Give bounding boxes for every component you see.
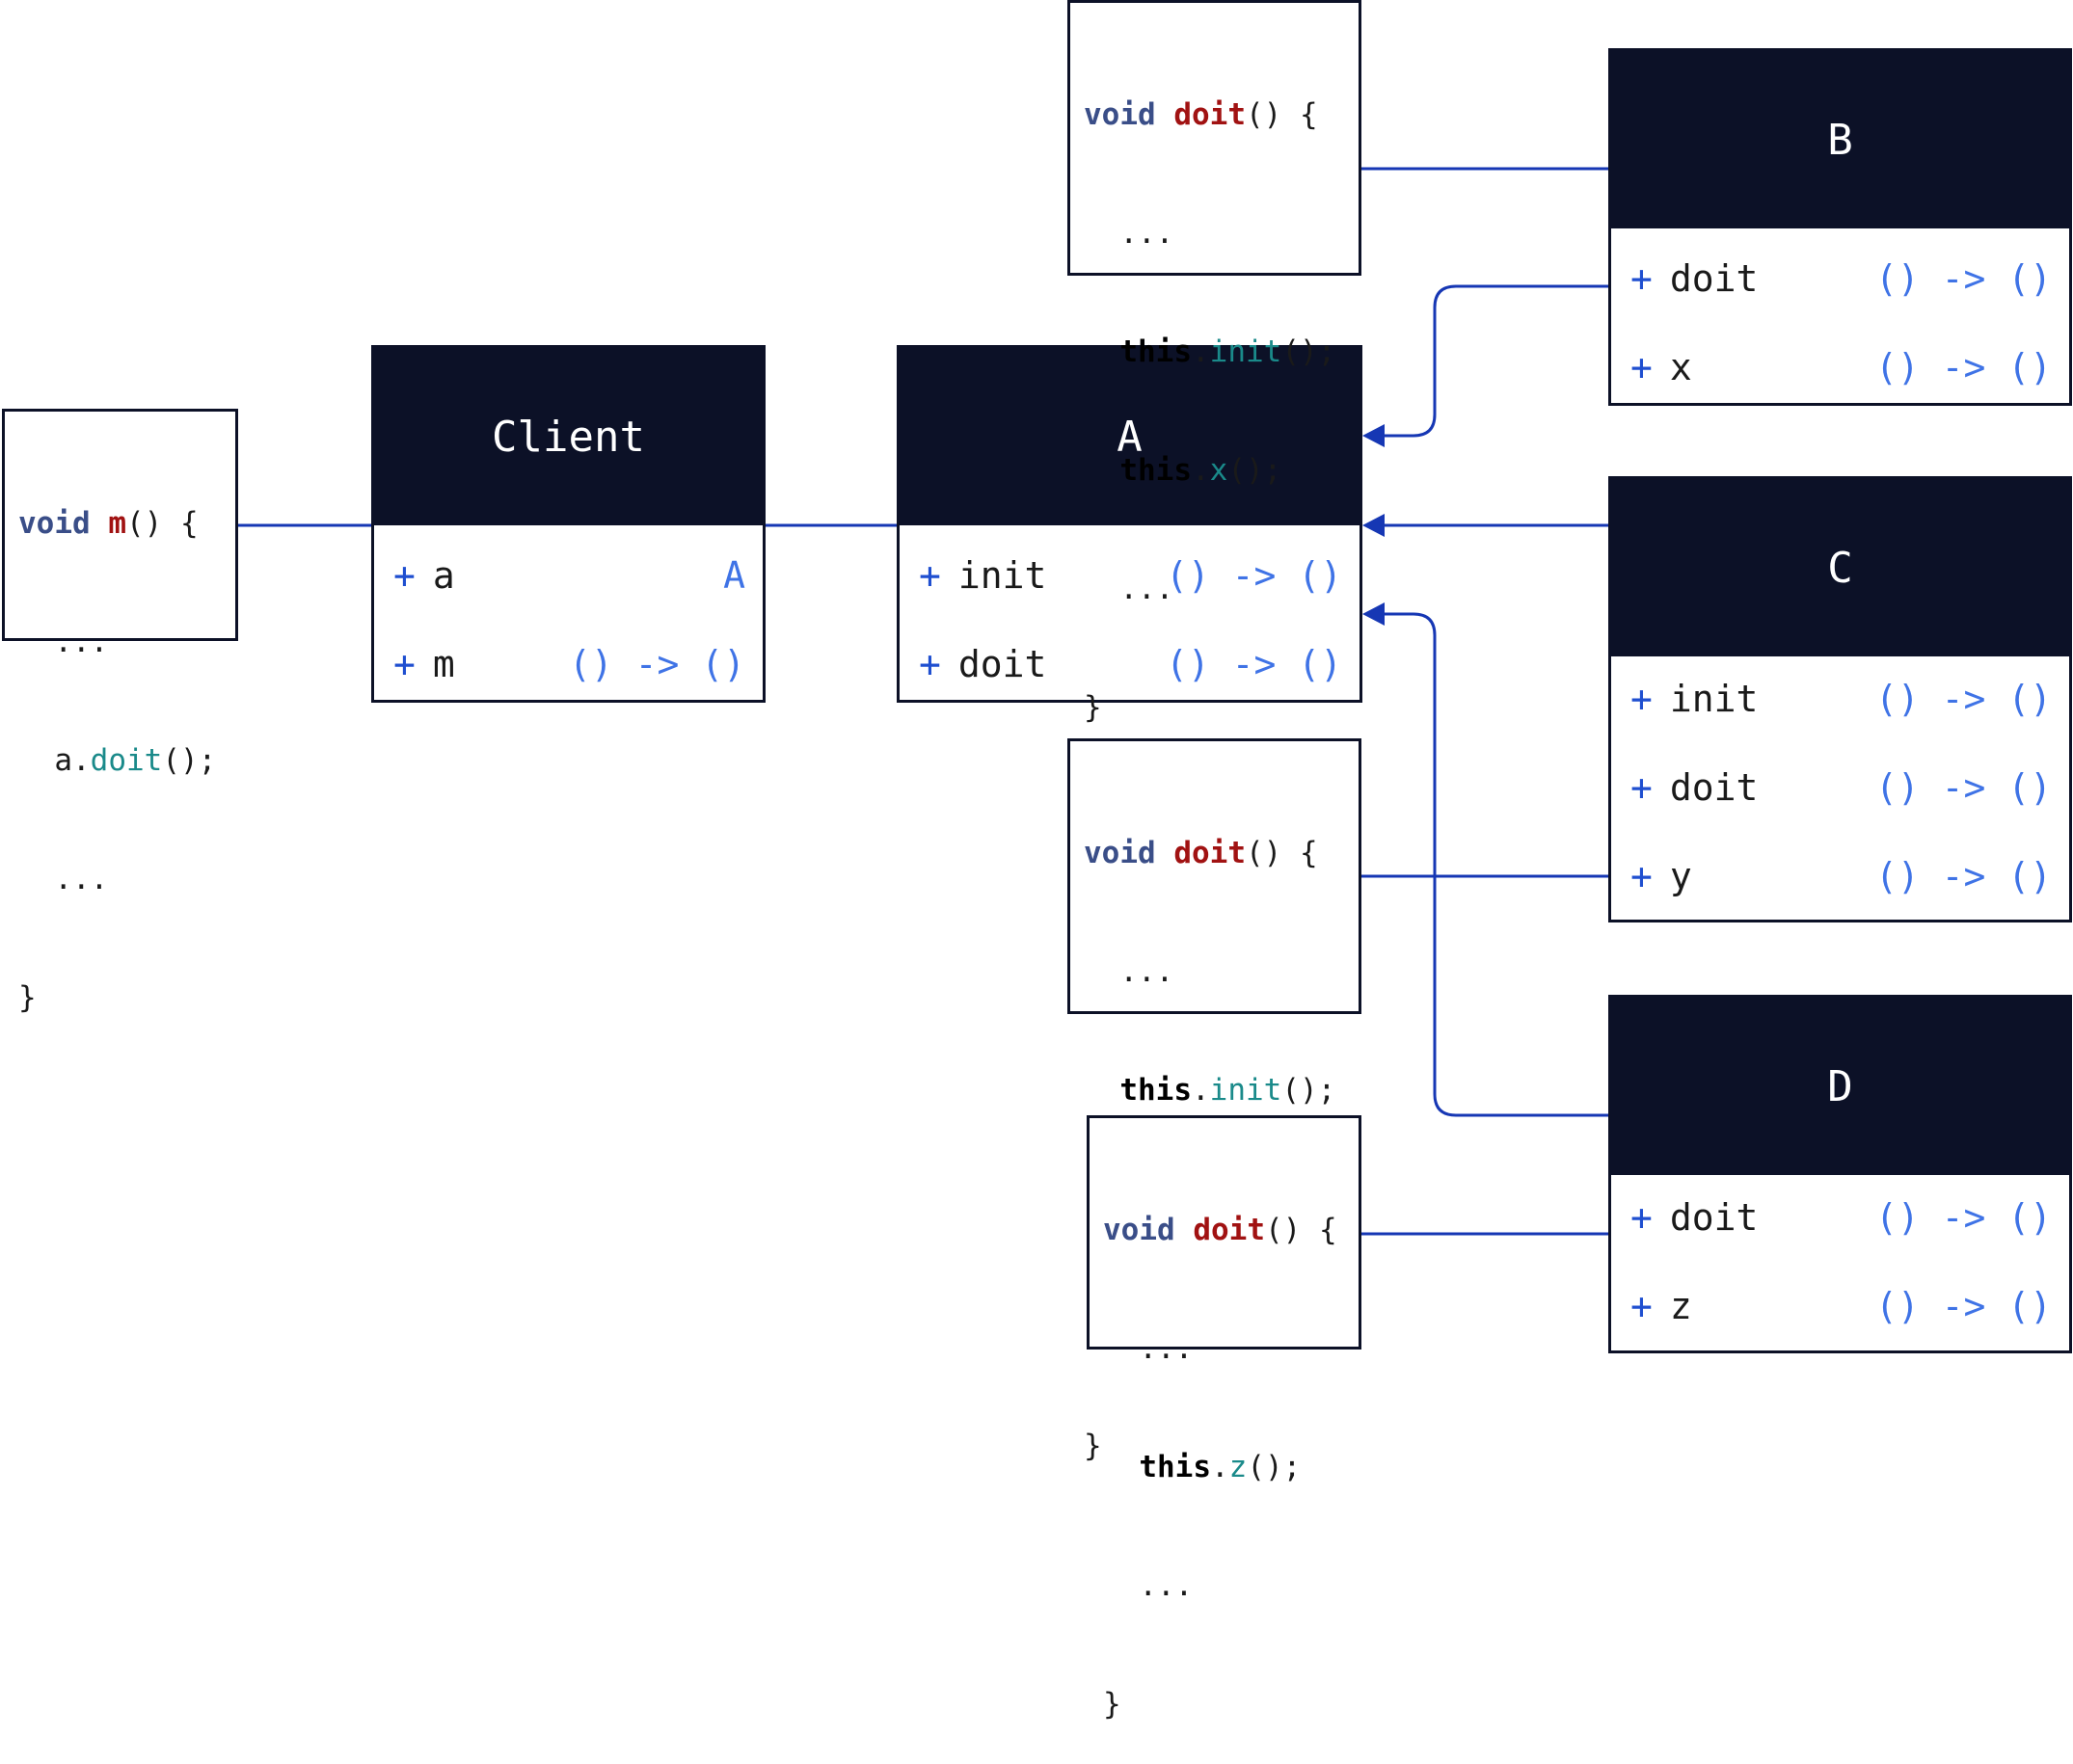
keyword-void: void — [1103, 1213, 1175, 1247]
class-d-title: D — [1611, 998, 2069, 1175]
visibility-public: + — [919, 554, 941, 597]
arrow-d-inherits-a — [1365, 612, 1610, 1117]
arrow-b-inherits-a — [1365, 284, 1610, 438]
arrowhead-b — [1362, 424, 1385, 447]
visibility-public: + — [1630, 257, 1653, 300]
keyword-void: void — [1084, 836, 1156, 870]
method-name: m — [108, 506, 126, 541]
visibility-public: + — [393, 643, 416, 685]
call-init: init — [1209, 334, 1282, 369]
note-client-m: void m() { ... a.doit(); ... } — [2, 409, 238, 1015]
keyword-this: this — [1139, 1450, 1211, 1484]
method-name: doit — [1193, 1213, 1265, 1247]
visibility-public: + — [1630, 1285, 1653, 1327]
visibility-public: + — [1630, 1196, 1653, 1239]
keyword-this: this — [1119, 334, 1192, 369]
class-b[interactable]: B +doit() -> () +x() -> () — [1608, 48, 2072, 406]
member-client-m[interactable]: +m() -> () — [393, 643, 745, 685]
class-a-title: A — [900, 348, 1360, 525]
call-z: z — [1228, 1450, 1248, 1484]
note-d-doit: void doit() { ... this.z(); ... } — [1087, 1115, 1361, 1722]
keyword-void: void — [1084, 97, 1156, 132]
visibility-public: + — [1630, 678, 1653, 720]
visibility-public: + — [1630, 855, 1653, 897]
arrowhead-c — [1362, 514, 1385, 537]
visibility-public: + — [919, 643, 941, 685]
member-c-doit[interactable]: +doit() -> () — [1630, 766, 2052, 809]
keyword-this: this — [1119, 1073, 1192, 1108]
class-a[interactable]: A +init() -> () +doit() -> () — [897, 345, 1362, 703]
note-c-doit: void doit() { ... this.init(); this.y();… — [1067, 738, 1361, 1463]
class-d[interactable]: D +doit() -> () +z() -> () — [1608, 995, 2072, 1353]
keyword-this: this — [1119, 453, 1192, 488]
arrowhead-d — [1362, 602, 1385, 626]
visibility-public: + — [1630, 766, 1653, 809]
method-name: doit — [1173, 836, 1246, 870]
connector-wires — [237, 167, 1610, 1236]
call-init: init — [1209, 1073, 1282, 1108]
member-c-init[interactable]: +init() -> () — [1630, 678, 2052, 720]
class-client-title: Client — [374, 348, 763, 525]
visibility-public: + — [1630, 346, 1653, 388]
class-c[interactable]: C +init() -> () +doit() -> () +y() -> () — [1608, 476, 2072, 922]
call-doit: doit — [90, 743, 163, 778]
visibility-public: + — [393, 554, 416, 597]
member-a-doit[interactable]: +doit() -> () — [919, 643, 1342, 685]
keyword-void: void — [18, 506, 91, 541]
note-b-doit: void doit() { ... this.init(); this.x();… — [1067, 0, 1361, 725]
member-d-doit[interactable]: +doit() -> () — [1630, 1196, 2052, 1239]
call-x: x — [1209, 453, 1228, 488]
class-c-title: C — [1611, 479, 2069, 656]
member-d-z[interactable]: +z() -> () — [1630, 1285, 2052, 1327]
method-name: doit — [1173, 97, 1246, 132]
member-b-x[interactable]: +x() -> () — [1630, 346, 2052, 388]
member-b-doit[interactable]: +doit() -> () — [1630, 257, 2052, 300]
member-c-y[interactable]: +y() -> () — [1630, 855, 2052, 897]
class-b-title: B — [1611, 51, 2069, 228]
member-a-init[interactable]: +init() -> () — [919, 554, 1342, 597]
